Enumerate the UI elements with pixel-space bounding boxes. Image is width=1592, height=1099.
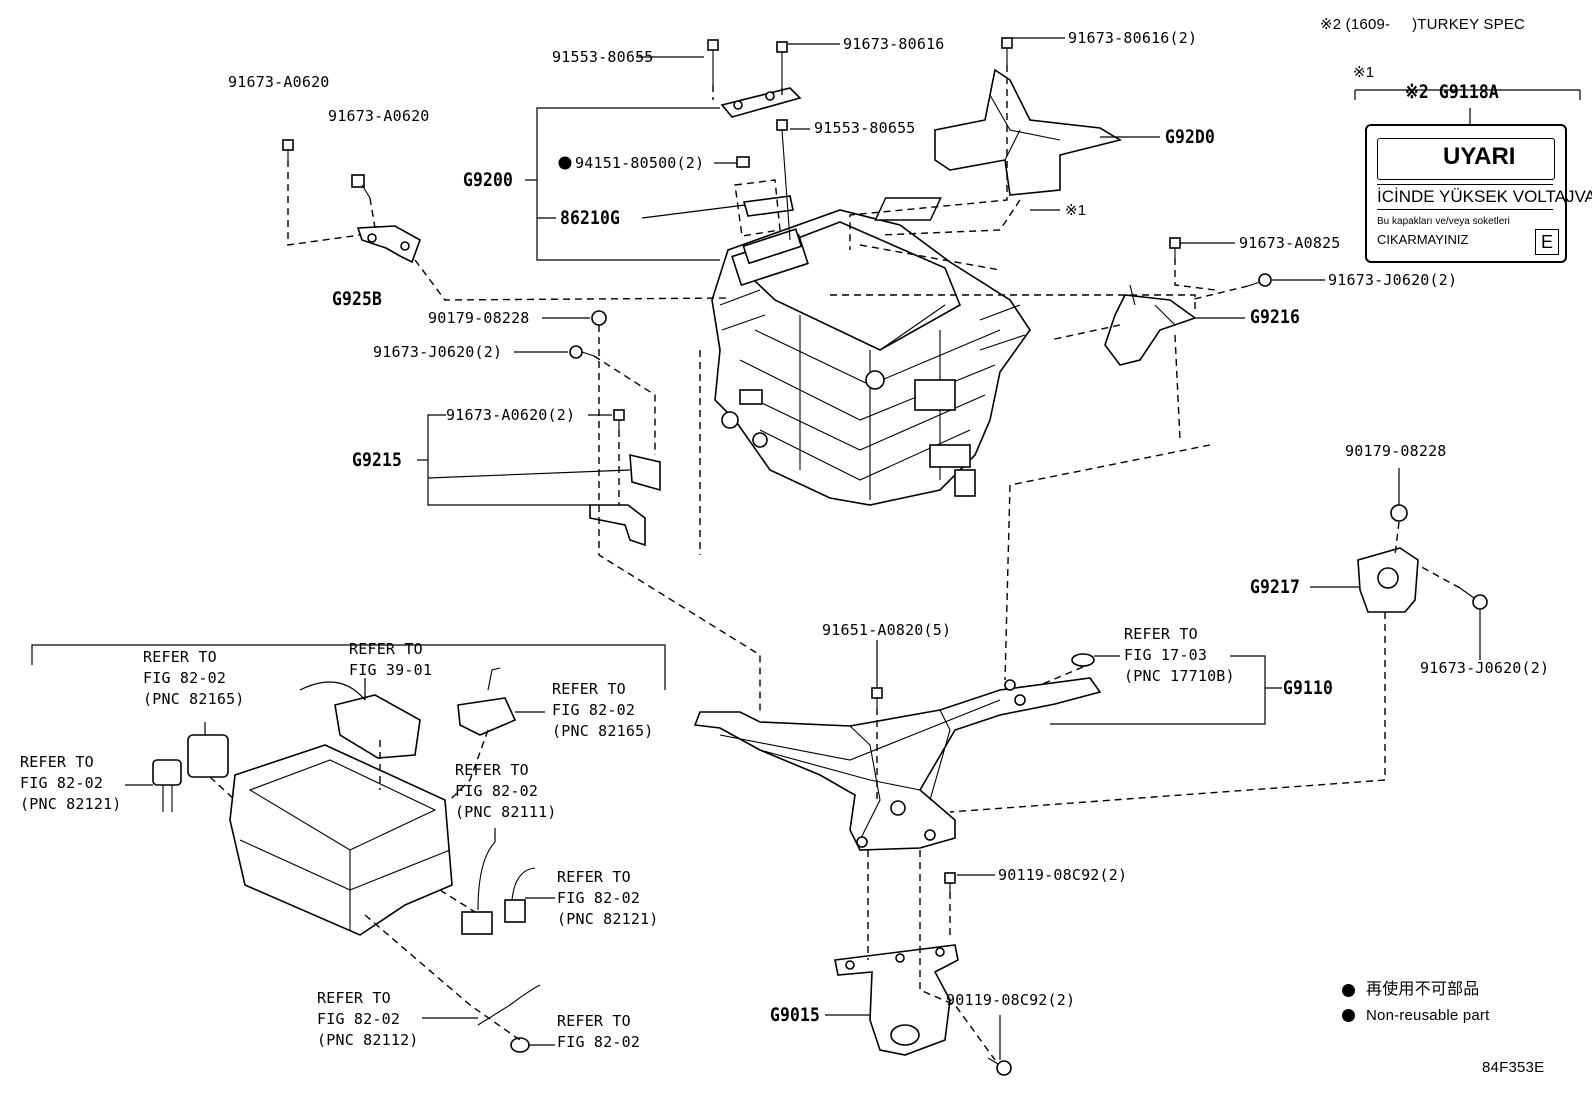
ref-fig-17-03[interactable]: REFER TO FIG 17-03 (PNC 17710B) — [1124, 625, 1235, 685]
inverter-assembly — [711, 209, 1031, 506]
part-91673-a0620-2[interactable]: 91673-A0620(2) — [446, 406, 576, 424]
part-91651-a0820[interactable]: 91651-A0820(5) — [822, 621, 952, 639]
note-mark-1: ※1 — [1353, 64, 1375, 81]
part-91673-j0620-left[interactable]: 91673-J0620(2) — [373, 343, 503, 361]
part-g9216[interactable]: G9216 — [1250, 306, 1301, 328]
diagram-id: 84F353E — [1482, 1059, 1545, 1076]
ref-fig-82-02-82121-a[interactable]: REFER TO FIG 82-02 (PNC 82121) — [20, 753, 122, 813]
g9217-bracket — [1357, 547, 1419, 613]
marker-note-1: ※1 — [1065, 202, 1087, 219]
part-90179-08228-right[interactable]: 90179-08228 — [1345, 442, 1447, 460]
warning-label-g9118a: UYARI İCİNDE YÜKSEK VOLTAJVAR Bu kapakla… — [1365, 124, 1592, 263]
ref-fig-82-02-82121-b[interactable]: REFER TO FIG 82-02 (PNC 82121) — [557, 868, 659, 928]
part-g925b[interactable]: G925B — [332, 288, 383, 310]
g92d0-bracket — [874, 68, 1123, 221]
legend-dot-jp — [1342, 984, 1355, 997]
part-g9200[interactable]: G9200 — [463, 169, 514, 191]
warning-line-3: CIKARMAYINIZ — [1377, 232, 1469, 247]
part-91673-j0620-lower[interactable]: 91673-J0620(2) — [1420, 659, 1550, 677]
nonreusable-dot-94151 — [558, 156, 572, 170]
bolts-top — [282, 37, 1488, 1076]
ref-fig-82-02-82165-a[interactable]: REFER TO FIG 82-02 (PNC 82165) — [143, 648, 245, 708]
ref-fig-82-02-82112[interactable]: REFER TO FIG 82-02 (PNC 82112) — [317, 989, 419, 1049]
part-g92d0[interactable]: G92D0 — [1165, 126, 1216, 148]
warning-header-box — [1377, 138, 1555, 180]
leader-lines — [125, 37, 1581, 1060]
ref-fig-82-02-82165-b[interactable]: REFER TO FIG 82-02 (PNC 82165) — [552, 680, 654, 740]
part-91673-a0620-b[interactable]: 91673-A0620 — [328, 107, 430, 125]
part-91553-80655-mid[interactable]: 91553-80655 — [814, 119, 916, 137]
part-86210g[interactable]: 86210G — [560, 207, 621, 229]
reference-inverter — [31, 644, 666, 1053]
warning-title: UYARI — [1443, 143, 1516, 170]
part-90179-08228-left[interactable]: 90179-08228 — [428, 309, 530, 327]
part-90119-08c92-b[interactable]: 90119-08C92(2) — [946, 991, 1076, 1009]
part-94151-80500[interactable]: 94151-80500(2) — [575, 154, 705, 172]
part-91553-80655-top[interactable]: 91553-80655 — [552, 48, 654, 66]
g9215-brackets — [589, 453, 661, 547]
part-g9110[interactable]: G9110 — [1283, 677, 1334, 699]
warning-line-2: Bu kapakları ve/veya soketleri — [1377, 216, 1510, 227]
part-91673-80616-2[interactable]: 91673-80616(2) — [1068, 29, 1198, 47]
ref-fig-39-01[interactable]: REFER TO FIG 39-01 — [349, 640, 433, 679]
warning-line-1: İCİNDE YÜKSEK VOLTAJVAR — [1377, 184, 1592, 210]
part-g9015[interactable]: G9015 — [770, 1004, 821, 1026]
legend-jp: 再使用不可部品 — [1366, 981, 1480, 998]
spec-note: ※2 (1609- )TURKEY SPEC — [1320, 16, 1526, 33]
part-91673-a0620-a[interactable]: 91673-A0620 — [228, 73, 330, 91]
part-g9217[interactable]: G9217 — [1250, 576, 1301, 598]
part-91673-80616[interactable]: 91673-80616 — [843, 35, 945, 53]
legend-dot-en — [1342, 1009, 1355, 1022]
g9110-crossmember — [693, 677, 1102, 851]
legend-en: Non-reusable part — [1366, 1007, 1490, 1024]
g9200-plate — [720, 87, 802, 237]
warning-corner-letter: E — [1535, 229, 1559, 255]
part-90119-08c92-a[interactable]: 90119-08C92(2) — [998, 866, 1128, 884]
part-91673-j0620-right[interactable]: 91673-J0620(2) — [1328, 271, 1458, 289]
part-g9215[interactable]: G9215 — [352, 449, 403, 471]
g9015-mount — [834, 944, 959, 1056]
ref-fig-82-02-82111[interactable]: REFER TO FIG 82-02 (PNC 82111) — [455, 761, 557, 821]
part-91673-a0825[interactable]: 91673-A0825 — [1239, 234, 1341, 252]
dashed-alignment-lines — [209, 65, 1461, 1061]
ref-fig-82-02[interactable]: REFER TO FIG 82-02 — [557, 1012, 641, 1051]
g925b-bracket — [356, 225, 421, 264]
part-g9118a[interactable]: ※2 G9118A — [1405, 81, 1499, 103]
